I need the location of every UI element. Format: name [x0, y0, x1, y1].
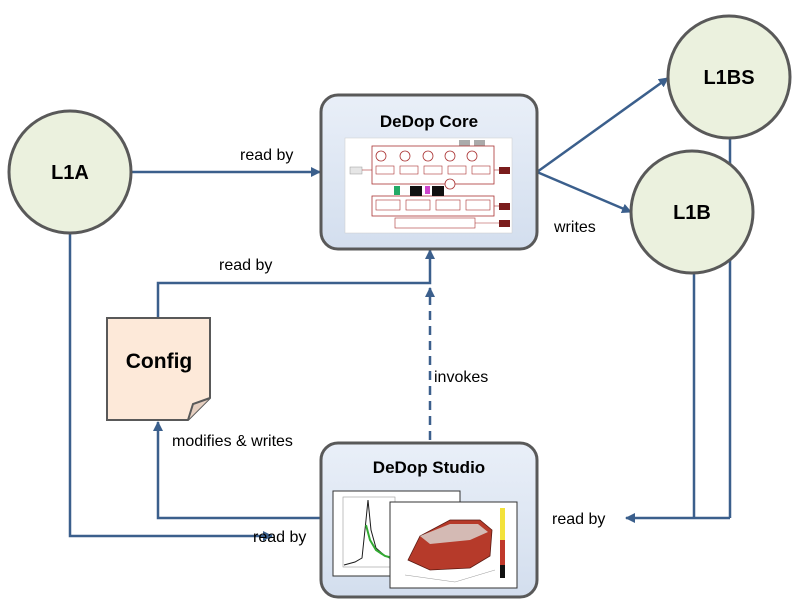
edge-core-to-l1b: [536, 170, 632, 214]
label-studio-config: modifies & writes: [172, 433, 293, 450]
node-l1a-label: L1A: [51, 162, 89, 184]
node-config-label: Config: [126, 350, 192, 373]
node-studio-label: DeDop Studio: [373, 458, 485, 477]
node-l1b: L1B: [629, 149, 755, 275]
node-config: Config: [106, 317, 211, 421]
label-core-outputs: writes: [553, 219, 596, 236]
label-l1a-core: read by: [240, 147, 293, 164]
processing-chain-thumbnail: [344, 137, 513, 234]
edge-l1a-to-studio: [68, 232, 273, 541]
node-dedop-studio: DeDop Studio: [319, 441, 539, 599]
label-studio-core: invokes: [434, 369, 488, 386]
edge-core-to-l1bs: [536, 76, 669, 174]
label-config-core: read by: [219, 257, 272, 274]
node-l1bs-label: L1BS: [703, 67, 754, 89]
label-outputs-studio: read by: [552, 511, 605, 528]
node-l1b-label: L1B: [673, 202, 711, 224]
edge-config-to-core: [156, 249, 435, 318]
edge-studio-to-config: [153, 421, 329, 523]
node-l1a: L1A: [7, 109, 133, 235]
node-l1bs: L1BS: [666, 14, 792, 140]
node-core-label: DeDop Core: [380, 112, 478, 131]
node-dedop-core: DeDop Core: [319, 93, 539, 251]
label-l1a-studio: read by: [253, 529, 306, 546]
surface-plot-thumbnail: [389, 501, 518, 589]
